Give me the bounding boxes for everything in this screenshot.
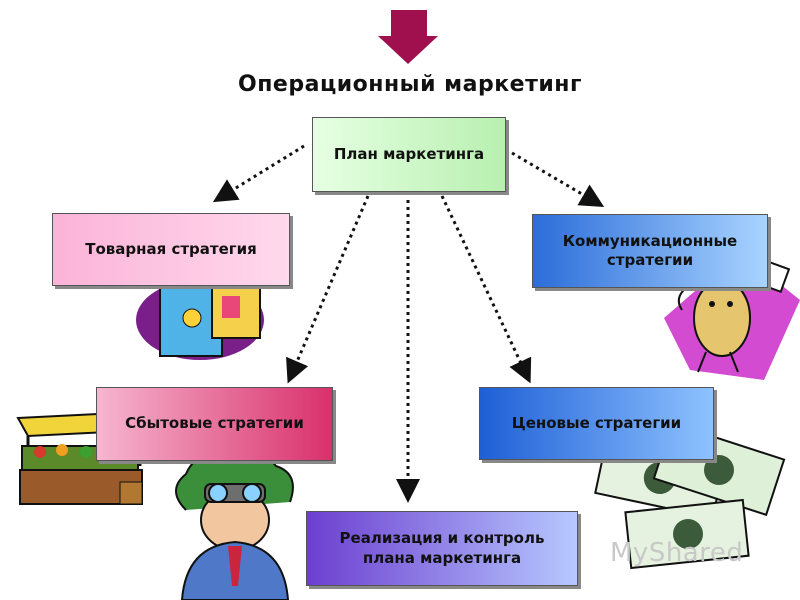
implementation-control-node: Реализация и контроль плана маркетинга [306, 511, 578, 586]
shopping-bags-icon [136, 269, 264, 360]
connectors [212, 144, 605, 503]
product-strategy-node: Товарная стратегия [52, 213, 290, 286]
watermark-logo: MyShared [610, 538, 744, 568]
connector-plan-product [212, 144, 305, 203]
connector-plan-sales [286, 195, 370, 384]
connector-plan-price [440, 195, 532, 384]
communication-strategies-node: Коммуникационные стратегии [532, 214, 768, 288]
diagram-title: Операционный маркетинг [238, 72, 582, 97]
sales-strategies-node: Сбытовые стратегии [96, 387, 333, 461]
plan-marketing-node: План маркетинга [312, 117, 506, 192]
connector-plan-communication [511, 151, 605, 208]
binoculars-man-icon [175, 449, 294, 600]
top-down-arrow [378, 10, 438, 64]
price-strategies-node: Ценовые стратегии [479, 387, 714, 460]
